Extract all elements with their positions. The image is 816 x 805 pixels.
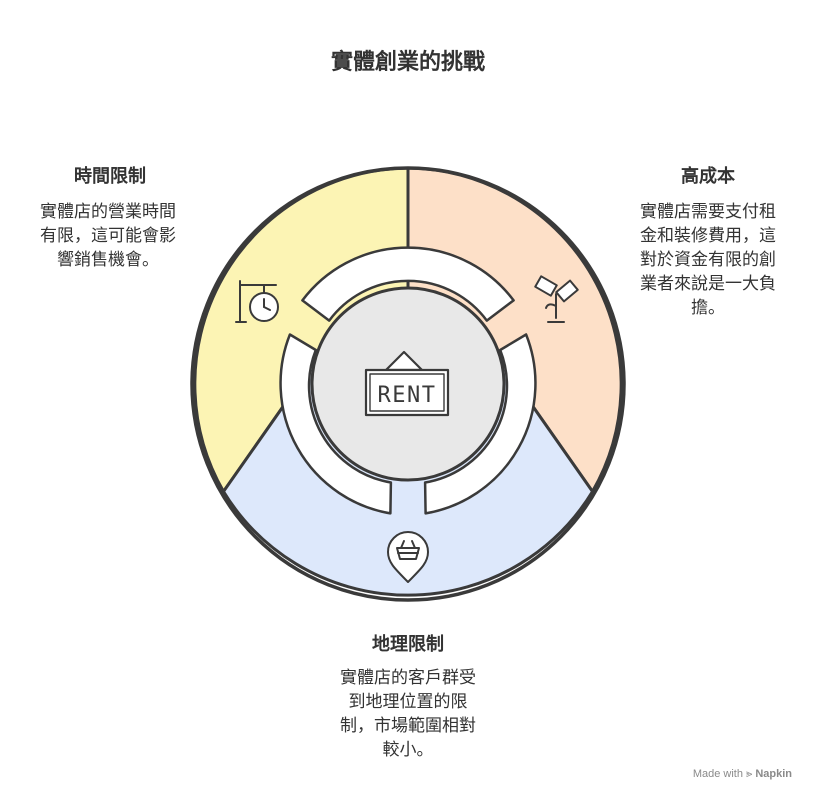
time-desc-line: 有限，這可能會影 [40,226,176,246]
location-desc-line: 較小。 [382,740,434,760]
location-desc-line: 到地理位置的限 [348,692,468,712]
outer-ring [190,166,626,602]
napkin-watermark: Made with ⪢ Napkin [693,768,792,781]
inner-band-right [423,333,537,515]
rent-sign-text: RENT [378,383,437,408]
cost-desc-line: 業者來說是一大負 [640,274,776,294]
location-limit-description: 實體店的客戶群受 到地理位置的限 制，市場範圍相對 較小。 [320,666,496,762]
napkin-logo-icon: ⪢ [746,768,753,780]
high-cost-description: 實體店需要支付租 金和裝修費用，這 對於資金有限的創 業者來說是一大負 擔。 [620,200,796,320]
inner-band-left [279,333,393,515]
watermark-prefix: Made with [692,768,743,780]
basket-pin-icon [387,531,429,583]
page-title: 實體創業的挑戰 [330,50,485,75]
cost-desc-line: 擔。 [691,298,725,318]
clock-sign-icon [235,280,279,323]
cost-desc-line: 實體店需要支付租 [640,202,776,222]
rent-sign-icon [364,350,450,417]
time-desc-line: 實體店的營業時間 [40,202,176,222]
cost-desc-line: 對於資金有限的創 [640,250,776,270]
location-limit-title: 地理限制 [372,634,444,655]
location-desc-line: 實體店的客戶群受 [340,668,476,688]
cost-desc-line: 金和裝修費用，這 [640,226,776,246]
inner-band-top [301,246,515,322]
time-limit-description: 實體店的營業時間 有限，這可能會影 響銷售機會。 [20,200,196,272]
watermark-brand: Napkin [755,768,792,780]
location-desc-line: 制，市場範圍相對 [340,716,476,736]
time-limit-title: 時間限制 [74,166,146,187]
high-cost-title: 高成本 [681,166,735,187]
time-desc-line: 響銷售機會。 [57,250,159,270]
money-plant-icon [534,275,579,323]
